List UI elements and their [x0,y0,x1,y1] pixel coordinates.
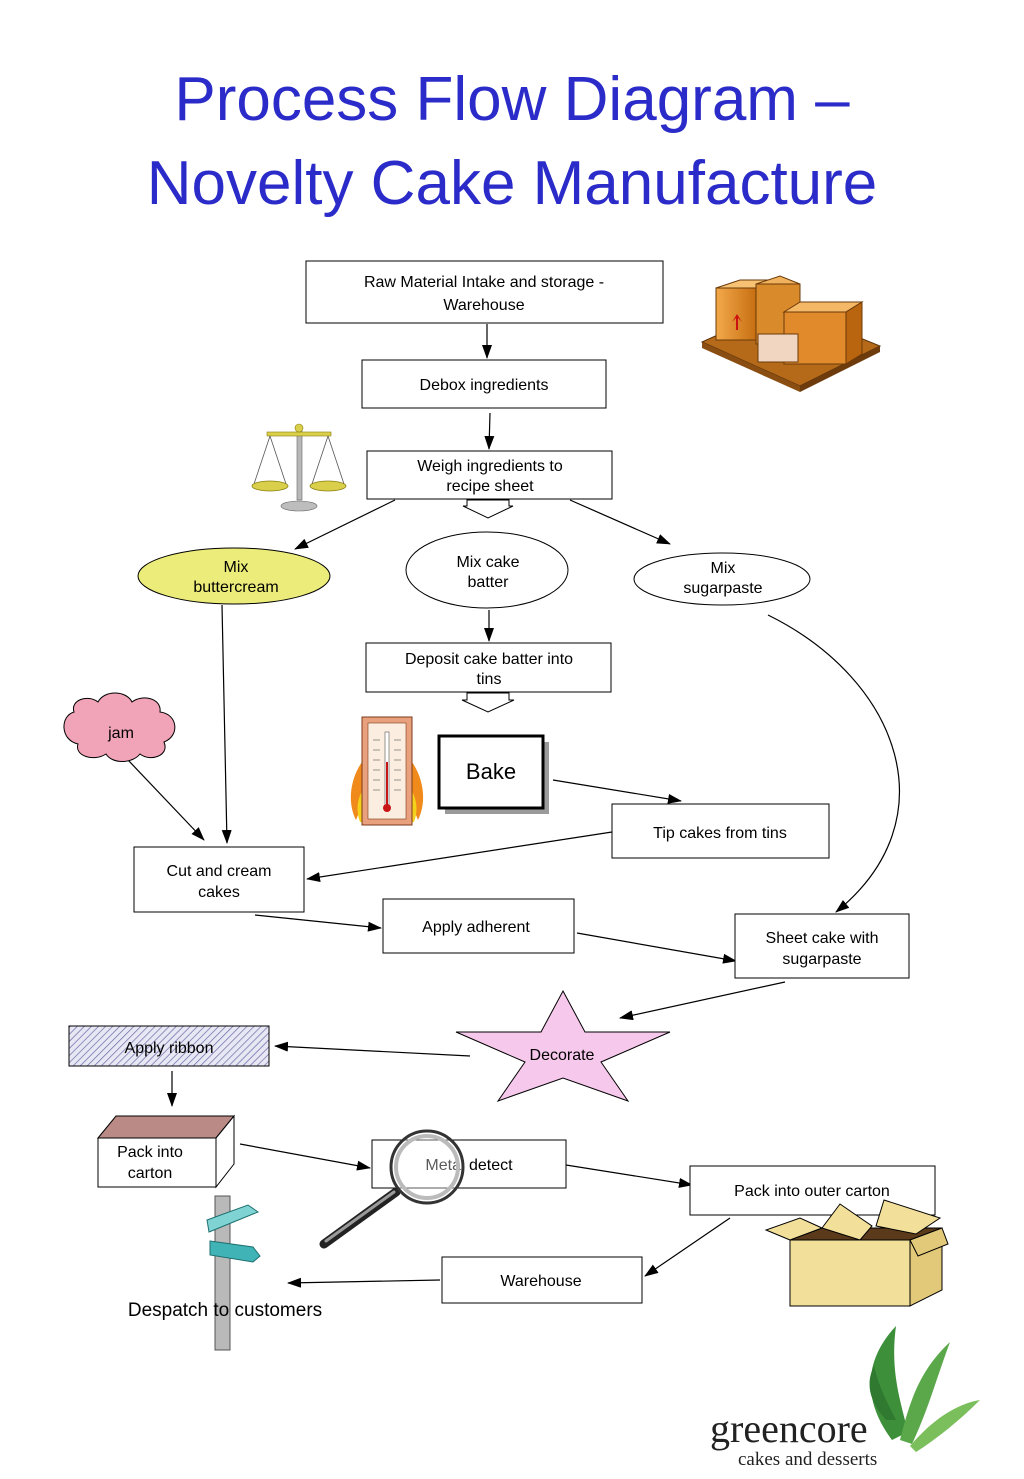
node-deposit: Deposit cake batter into tins [365,642,612,693]
node-cut-cream: Cut and cream cakes [133,846,305,913]
boxes-on-pallet-icon [700,275,882,392]
arrow-debox-to-weigh [484,412,495,450]
node-mix-buttercream-line-1: Mix [224,559,249,576]
arrow-metal-to-outer [565,1164,693,1188]
node-decorate-label: Decorate [530,1047,595,1064]
magnifying-glass-icon [319,1129,465,1249]
arrow-sheet-to-decorate [619,981,786,1021]
logo-name: greencore [710,1406,868,1451]
arrow-outer-to-warehouse [644,1217,731,1277]
node-raw-material: Raw Material Intake and storage - Wareho… [305,260,664,324]
node-pack-carton: Pack into carton [96,1114,236,1189]
logo-tagline: cakes and desserts [738,1449,877,1470]
connectors [127,324,900,1288]
node-tip-cakes: Tip cakes from tins [611,803,830,859]
node-pack-carton-line-1: Pack into [117,1144,183,1161]
node-sheet-cake-line-2: sugarpaste [782,951,861,968]
greencore-logo: greencore cakes and desserts [710,1326,980,1470]
node-pack-carton-line-2: carton [128,1165,172,1182]
node-mix-sugarpaste-line-1: Mix [711,560,736,577]
arrow-bake-to-tip [552,779,682,804]
node-mix-cake-batter: Mix cake batter [405,531,569,609]
node-metal-detect-label: Metal detect [425,1157,513,1174]
node-raw-material-line-2: Warehouse [443,297,524,314]
arrow-pack-to-metal [239,1143,371,1171]
node-cut-cream-line-1: Cut and cream [167,863,272,880]
node-bake: Bake [437,734,549,814]
node-bake-label: Bake [466,759,516,784]
node-jam: jam [63,692,176,762]
balance-scale-icon [251,423,347,512]
node-mix-buttercream: Mix buttercream [137,547,331,605]
node-mix-cake-batter-line-1: Mix cake [456,554,519,571]
node-mix-cake-batter-line-2: batter [468,574,510,591]
arrow-buttercream-to-cut [221,604,232,844]
node-apply-adherent-label: Apply adherent [422,919,530,936]
thermometer-flame-icon [350,716,424,826]
arrow-decorate-to-ribbon [274,1041,471,1057]
node-mix-sugarpaste-line-2: sugarpaste [683,580,762,597]
node-warehouse-label: Warehouse [500,1273,581,1290]
node-despatch-label: Despatch to customers [128,1300,322,1321]
title-line-1: Process Flow Diagram – [174,65,850,134]
node-deposit-line-1: Deposit cake batter into [405,651,573,668]
title-line-2: Novelty Cake Manufacture [146,149,878,218]
node-apply-ribbon: Apply ribbon [68,1025,270,1067]
node-apply-adherent: Apply adherent [382,898,575,954]
leaf-logo-icon [869,1326,980,1452]
arrow-weigh-to-buttercream [294,499,396,550]
block-arrow-deposit [461,692,515,713]
node-warehouse: Warehouse [441,1256,643,1304]
open-box-icon [764,1199,949,1307]
node-sheet-cake-line-1: Sheet cake with [766,930,879,947]
page-title: Process Flow Diagram – Novelty Cake Manu… [0,58,1024,226]
signpost-icon [206,1195,261,1351]
block-arrow-weigh [462,499,514,519]
node-sheet-cake: Sheet cake with sugarpaste [734,913,910,979]
node-tip-cakes-label: Tip cakes from tins [653,825,787,842]
node-jam-label: jam [107,725,134,742]
arrow-sugarpaste-to-sheet [767,614,900,913]
arrow-cut-to-adherent [254,914,382,932]
arrow-jam-to-cut [127,759,205,841]
arrow-adherent-to-sheet [576,932,737,964]
arrow-tip-to-cut [306,831,613,882]
node-raw-material-line-1: Raw Material Intake and storage - [364,274,604,291]
node-cut-cream-line-2: cakes [198,884,240,901]
node-debox: Debox ingredients [361,359,607,409]
arrow-weigh-to-sugarpaste [569,499,671,545]
node-weigh-line-2: recipe sheet [446,478,534,495]
node-mix-sugarpaste: Mix sugarpaste [633,552,811,606]
node-decorate: Decorate [455,989,671,1102]
node-debox-label: Debox ingredients [420,377,549,394]
node-deposit-line-2: tins [477,671,502,688]
node-pack-outer-label: Pack into outer carton [734,1183,890,1200]
arrow-warehouse-to-despatch [287,1277,441,1288]
node-weigh: Weigh ingredients to recipe sheet [366,450,613,500]
node-weigh-line-1: Weigh ingredients to [417,458,563,475]
node-apply-ribbon-label: Apply ribbon [125,1040,214,1057]
node-mix-buttercream-line-2: buttercream [193,579,278,596]
